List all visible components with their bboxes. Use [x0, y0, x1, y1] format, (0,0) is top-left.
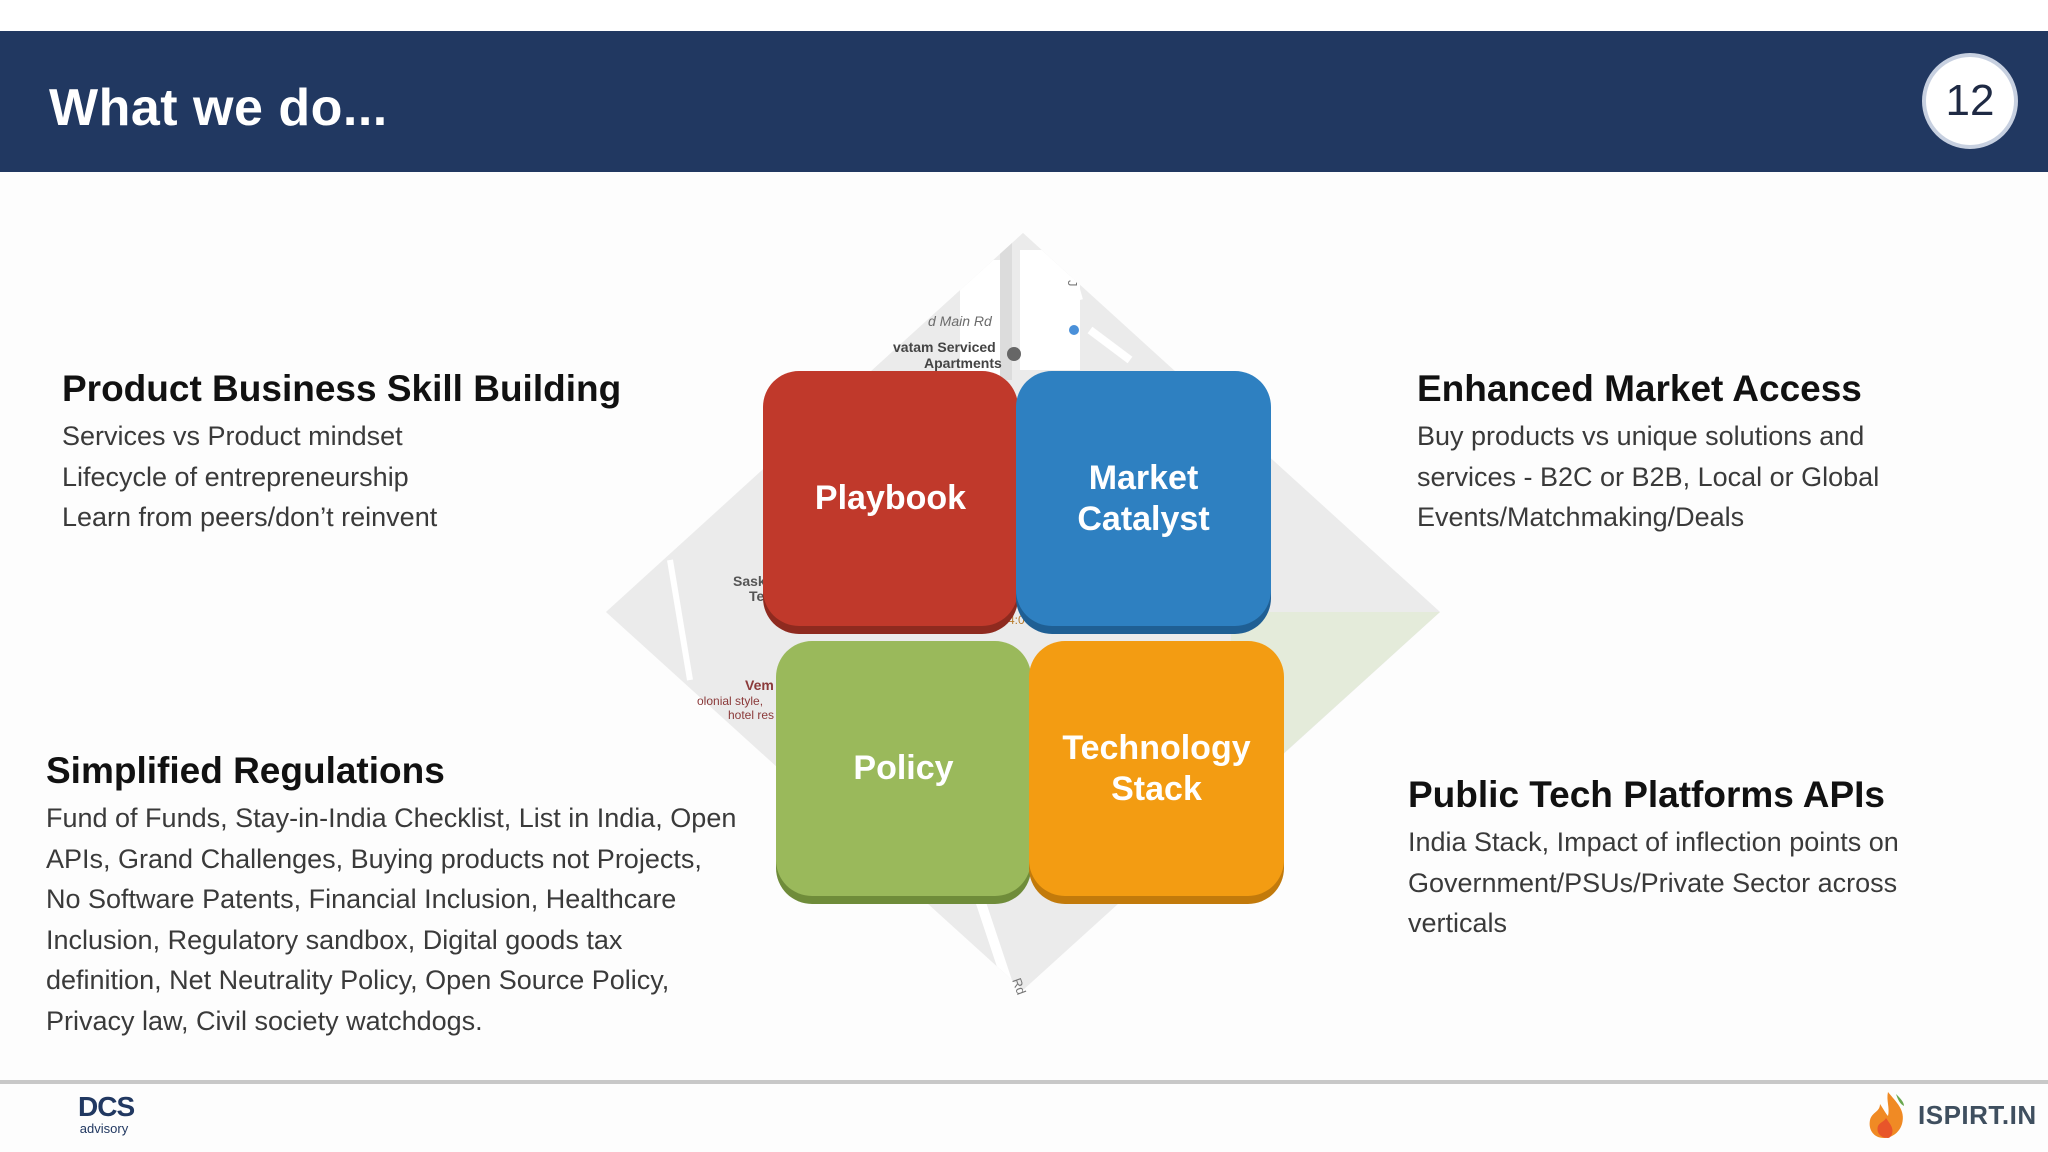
map-label-vem: Vem	[745, 677, 774, 693]
section-line: verticals	[1408, 908, 1508, 938]
tile-playbook: Playbook	[763, 371, 1018, 626]
tile-playbook-label: Playbook	[814, 479, 967, 517]
section-heading: Public Tech Platforms APIs	[1408, 774, 1886, 815]
section-line: No Software Patents, Financial Inclusion…	[46, 884, 677, 914]
map-label-time: 4:0	[1008, 613, 1025, 627]
section-line: APIs, Grand Challenges, Buying products …	[46, 843, 702, 874]
section-line: India Stack, Impact of inflection points…	[1408, 827, 1899, 857]
section-skill-building: Product Business Skill Building Services…	[62, 368, 682, 538]
flame-icon	[1869, 1092, 1904, 1138]
page-title: What we do...	[49, 79, 388, 137]
section-line: Fund of Funds, Stay-in-India Checklist, …	[46, 803, 737, 833]
section-line: Lifecycle of entrepreneurship	[62, 461, 409, 492]
dcs-advisory-logo: DCS advisory	[78, 1091, 135, 1136]
section-line: services - B2C or B2B, Local or Global	[1417, 461, 1880, 492]
tile-tech-label-line1: Technology	[1062, 728, 1251, 767]
dcs-logo-subtext: advisory	[79, 1121, 129, 1136]
tile-tech-label-line2: Stack	[1111, 769, 1202, 808]
section-line: Learn from peers/don’t reinvent	[62, 502, 438, 532]
map-label-main-rd: d Main Rd	[928, 313, 993, 329]
section-line: definition, Net Neutrality Policy, Open …	[46, 965, 670, 995]
tile-policy: Policy	[776, 641, 1031, 896]
section-line: Buy products vs unique solutions and	[1417, 421, 1865, 451]
map-label-rd: Rd	[1009, 976, 1029, 997]
map-label-te: Te	[749, 588, 765, 604]
dcs-logo-text: DCS	[78, 1091, 135, 1122]
ispirt-logo-text: ISPIRT.IN	[1918, 1099, 2037, 1130]
section-line: Services vs Product mindset	[62, 421, 403, 451]
section-heading: Enhanced Market Access	[1417, 368, 1862, 409]
header-bar	[0, 31, 2048, 172]
section-public-tech-platforms: Public Tech Platforms APIs India Stack, …	[1408, 774, 2028, 944]
map-label-hotel: hotel res	[728, 708, 774, 722]
footer-divider	[0, 1080, 2048, 1084]
section-line: Events/Matchmaking/Deals	[1417, 502, 1745, 532]
map-label-colonial: olonial style,	[697, 694, 763, 708]
top-strip	[0, 0, 2048, 31]
section-line: Inclusion, Regulatory sandbox, Digital g…	[46, 924, 623, 955]
map-label-serviced: vatam Serviced	[893, 339, 996, 355]
map-label-apartments: Apartments	[924, 355, 1002, 371]
tile-market-label-line1: Market	[1088, 458, 1199, 497]
tile-policy-label: Policy	[853, 749, 954, 787]
section-line: Government/PSUs/Private Sector across	[1408, 867, 1898, 898]
page-number-badge: 12	[1922, 53, 2018, 149]
section-market-access: Enhanced Market Access Buy products vs u…	[1417, 368, 2017, 538]
ispirt-logo: ISPIRT.IN	[1866, 1090, 2037, 1140]
section-simplified-regulations: Simplified Regulations Fund of Funds, St…	[46, 750, 746, 1041]
map-label-sask: Sask	[733, 573, 766, 589]
section-heading: Simplified Regulations	[46, 750, 445, 791]
section-heading: Product Business Skill Building	[62, 368, 622, 409]
map-label-j: J	[1065, 280, 1080, 287]
tile-market-label-line2: Catalyst	[1077, 499, 1210, 538]
tile-technology-stack: Technology Stack	[1029, 641, 1284, 896]
tile-market-catalyst: Market Catalyst	[1016, 371, 1271, 626]
section-line: Privacy law, Civil society watchdogs.	[46, 1005, 483, 1036]
